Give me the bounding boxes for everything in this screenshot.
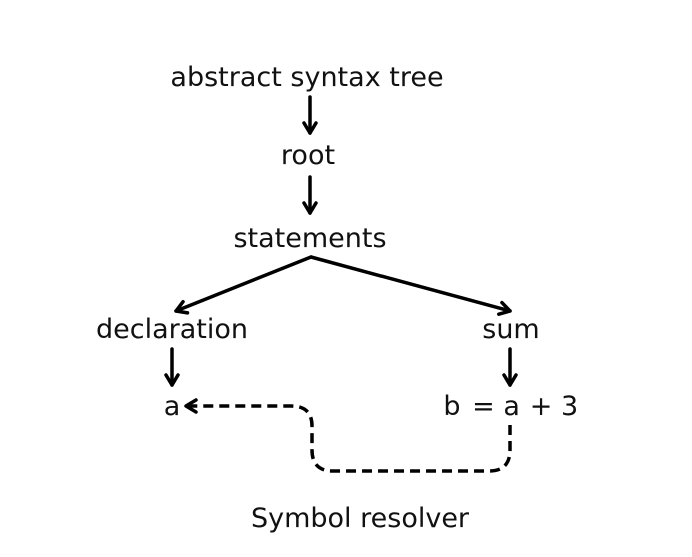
caption-symbol-resolver: Symbol resolver: [251, 503, 470, 534]
edge-symbol-resolution: [184, 398, 512, 473]
node-sum: sum: [482, 314, 539, 345]
node-root: root: [281, 140, 335, 171]
node-expression-plus-3: + 3: [530, 391, 578, 422]
node-expression-equals-a: = a: [472, 391, 520, 422]
node-abstract-syntax-tree: abstract syntax tree: [170, 62, 443, 93]
edge-statements-to-declaration: [174, 255, 313, 315]
edge-statements-to-sum: [309, 255, 512, 316]
node-declaration: declaration: [96, 314, 248, 345]
node-variable-a: a: [164, 391, 181, 422]
node-expression-b: b: [443, 391, 460, 422]
node-statements: statements: [233, 223, 386, 254]
